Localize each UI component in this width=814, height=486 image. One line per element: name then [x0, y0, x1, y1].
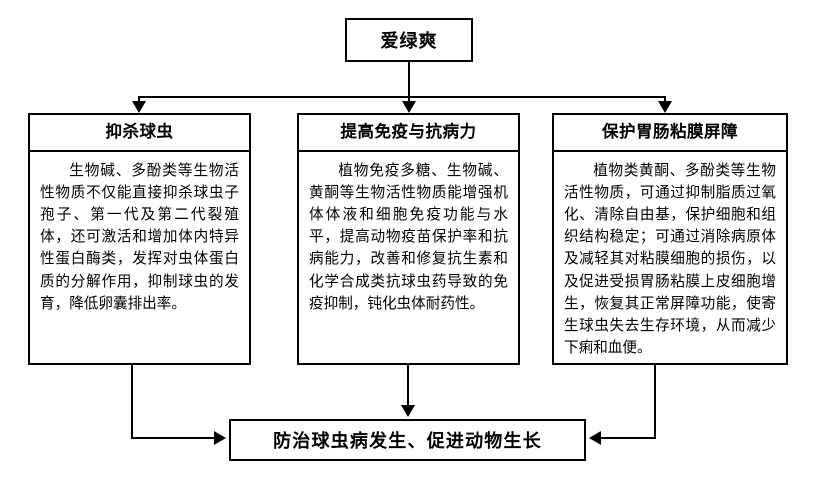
connector-branch-2-down — [407, 365, 409, 407]
node-root-product[interactable]: 爱绿爽 — [345, 18, 473, 62]
node-root-label: 爱绿爽 — [380, 31, 438, 52]
connector-branch-1-right — [131, 437, 214, 439]
node-branch-2-title: 提高免疫与抗病力 — [299, 115, 518, 152]
arrowhead-down-branch-3 — [658, 101, 672, 113]
arrowhead-down-result-top — [401, 405, 415, 417]
connector-drop-branch-2 — [408, 96, 410, 104]
connector-branch-3-down — [654, 365, 656, 439]
node-branch-1[interactable]: 抑杀球虫 生物碱、多酚类等生物活性物质不仅能直接抑杀球虫子孢子、第一代及第二代裂… — [28, 113, 251, 365]
node-branch-1-title: 抑杀球虫 — [30, 115, 249, 152]
arrowhead-down-branch-2 — [402, 101, 416, 113]
node-result-label: 防治球虫病发生、促进动物生长 — [273, 431, 542, 452]
node-branch-3-body: 植物类黄酮、多酚类等生物活性物质，可通过抑制脂质过氧化、清除自由基，保护细胞和组… — [564, 161, 776, 357]
arrowhead-left-result-right — [589, 431, 601, 445]
node-branch-3-title: 保护胃肠粘膜屏障 — [554, 115, 786, 152]
node-branch-3[interactable]: 保护胃肠粘膜屏障 植物类黄酮、多酚类等生物活性物质，可通过抑制脂质过氧化、清除自… — [552, 113, 788, 365]
node-branch-2-body: 植物免疫多糖、生物碱、黄酮等生物活性物质能增强机体体液和细胞免疫功能与水平，提高… — [309, 161, 508, 312]
connector-branch-1-down — [131, 365, 133, 439]
node-branch-1-body: 生物碱、多酚类等生物活性物质不仅能直接抑杀球虫子孢子、第一代及第二代裂殖体，还可… — [40, 161, 239, 312]
node-result-outcome[interactable]: 防治球虫病发生、促进动物生长 — [229, 419, 586, 461]
arrowhead-right-result-left — [214, 431, 226, 445]
arrowhead-down-branch-1 — [132, 101, 146, 113]
connector-drop-branch-1 — [138, 96, 140, 104]
connector-distribution-bar — [138, 96, 665, 98]
node-branch-2[interactable]: 提高免疫与抗病力 植物免疫多糖、生物碱、黄酮等生物活性物质能增强机体体液和细胞免… — [297, 113, 520, 365]
connector-drop-branch-3 — [664, 96, 666, 104]
connector-branch-3-left — [601, 437, 656, 439]
connector-root-stem — [408, 62, 410, 98]
